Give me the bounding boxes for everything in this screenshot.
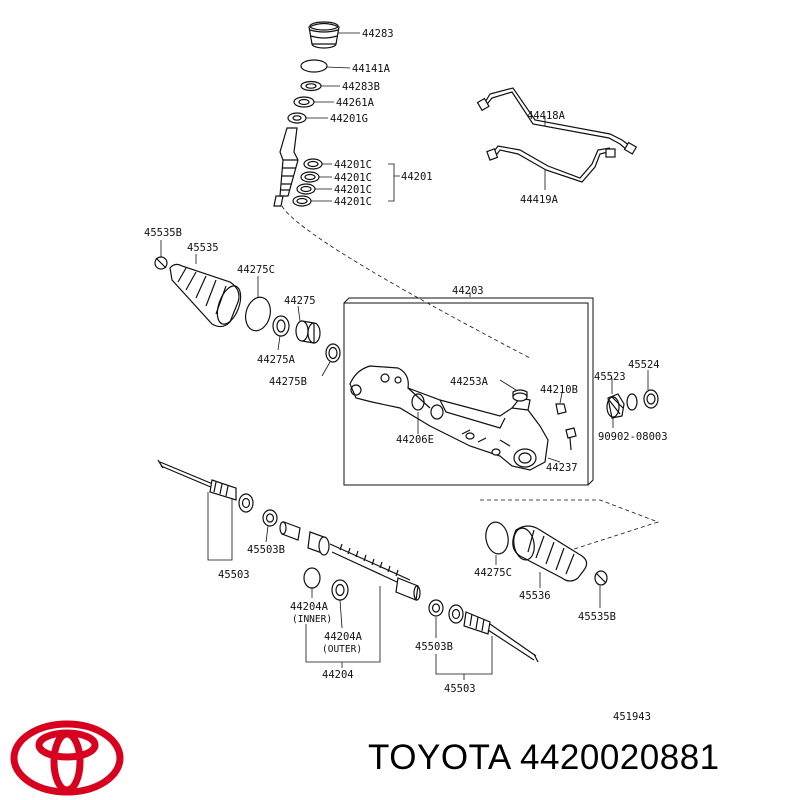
label-44275: 44275 <box>284 295 316 307</box>
housing-box-44203 <box>343 297 594 486</box>
figure-number: 451943 <box>613 711 651 723</box>
rack-housing-body <box>349 365 549 471</box>
boot-45536-right <box>512 525 588 582</box>
bushing-44275 <box>295 320 321 344</box>
label-44201c-4: 44201C <box>334 196 372 208</box>
clip-44275c-right <box>485 521 509 555</box>
boot-45535-left <box>169 263 242 328</box>
label-44201c-2: 44201C <box>334 172 372 184</box>
label-45503-right: 45503 <box>444 683 476 695</box>
tie-rod-end-45503-right <box>448 604 539 663</box>
label-outer: (OUTER) <box>322 644 362 655</box>
pinion-shaft <box>273 127 299 207</box>
label-44283b: 44283B <box>342 81 380 93</box>
clamp-45535b-right <box>594 570 608 586</box>
rack-shaft <box>279 521 421 601</box>
label-44201: 44201 <box>401 171 433 183</box>
seal-kit-rings <box>292 158 323 207</box>
label-44201c-1: 44201C <box>334 159 372 171</box>
clamp-45535b-left <box>154 256 168 270</box>
label-45524: 45524 <box>628 359 660 371</box>
label-44204a-outer: 44204A <box>324 631 363 643</box>
label-45535b-top: 45535B <box>144 227 182 239</box>
label-44253a: 44253A <box>450 376 489 388</box>
label-44275c-top: 44275C <box>237 264 275 276</box>
o-ring-44141a <box>300 59 328 73</box>
label-44418a: 44418A <box>527 110 566 122</box>
stop-ring-44275a <box>272 315 290 337</box>
label-44204: 44204 <box>322 669 354 681</box>
label-44141a: 44141A <box>352 63 391 75</box>
label-44237: 44237 <box>546 462 578 474</box>
label-44275b: 44275B <box>269 376 307 388</box>
rack-stopper-44204a-inner <box>303 567 321 589</box>
label-45503b-left: 45503B <box>247 544 285 556</box>
rack-stopper-44204a-outer <box>331 579 349 601</box>
label-45503b-right: 45503B <box>415 641 453 653</box>
label-45503-left: 45503 <box>218 569 250 581</box>
label-44204a-inner: 44204A <box>290 601 329 613</box>
label-90902-08003: 90902-08003 <box>598 431 668 443</box>
pressure-tube-44418a <box>476 87 638 155</box>
label-44203: 44203 <box>452 285 484 297</box>
clip-44275c-left <box>245 296 271 332</box>
bushing-44275b <box>325 343 341 363</box>
label-44201c-3: 44201C <box>334 184 372 196</box>
seal-44206e <box>411 393 425 411</box>
plug-44283b <box>300 80 322 92</box>
brand-name: TOYOTA <box>368 738 510 777</box>
part-number: 4420020881 <box>519 738 720 777</box>
adjuster-45523 <box>606 393 625 419</box>
bearing-44261a <box>293 96 315 108</box>
seal-44201g <box>287 112 307 124</box>
label-44261a: 44261A <box>336 97 375 109</box>
screw-44237 <box>565 427 577 451</box>
label-44419a: 44419A <box>520 194 559 206</box>
clamp-45503b-right <box>428 599 444 617</box>
pinion-dust-seal-44283 <box>308 21 340 49</box>
brand-part-caption: TOYOTA 4420020881 <box>368 738 720 778</box>
label-45523: 45523 <box>594 371 626 383</box>
clamp-45503b-left <box>262 509 278 527</box>
label-45536: 45536 <box>519 590 551 602</box>
label-44275c-bottom: 44275C <box>474 567 512 579</box>
tie-rod-end-45503-left <box>157 459 254 513</box>
label-44210b: 44210B <box>540 384 578 396</box>
pressure-tube-44419a <box>486 145 616 183</box>
label-44201g: 44201G <box>330 113 368 125</box>
bolt-44210b <box>555 403 567 415</box>
label-45535b-bottom: 45535B <box>578 611 616 623</box>
label-44283: 44283 <box>362 28 394 40</box>
label-44206e: 44206E <box>396 434 434 446</box>
nut-45524 <box>626 389 659 411</box>
label-inner: (INNER) <box>292 614 332 625</box>
label-44275a: 44275A <box>257 354 296 366</box>
label-45535: 45535 <box>187 242 219 254</box>
plug-44253a <box>512 389 528 402</box>
toyota-logo <box>10 720 124 796</box>
